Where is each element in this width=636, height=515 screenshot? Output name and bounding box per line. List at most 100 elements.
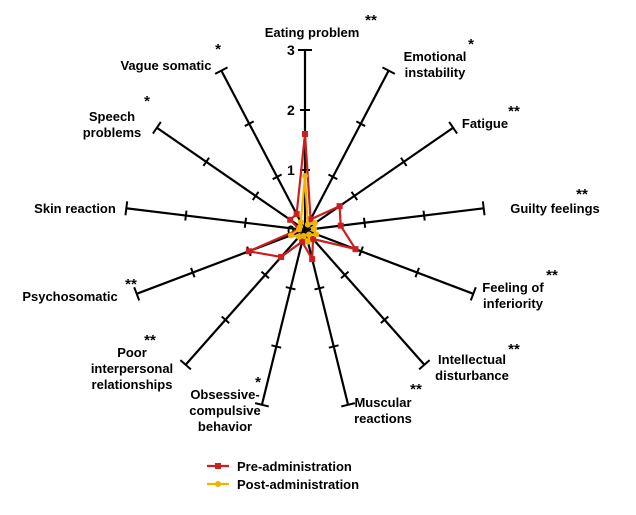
axis-tick: [358, 246, 364, 257]
axis-tick: [202, 157, 210, 167]
axis-tick: [418, 359, 431, 371]
data-point: [337, 222, 344, 229]
axis-tick: [260, 270, 270, 279]
data-point: [302, 131, 308, 137]
axis-tick: [481, 201, 486, 216]
significance-marker: **: [546, 267, 558, 284]
data-point: [293, 211, 300, 218]
scale-label: 3: [287, 42, 295, 58]
axis-tick: [341, 402, 356, 408]
significance-marker: **: [508, 341, 520, 358]
axis-label: Vague somatic: [120, 58, 211, 73]
axis-line: [136, 228, 306, 295]
axis-tick: [355, 120, 366, 127]
legend-item: Post-administration: [207, 477, 359, 492]
axis-label: Psychosomatic: [22, 289, 117, 304]
data-point: [302, 173, 308, 179]
data-point: [297, 223, 304, 230]
data-point: [304, 221, 311, 228]
axis-tick: [469, 286, 477, 301]
axis-tick: [124, 201, 129, 216]
axis-tick: [381, 66, 396, 75]
data-point: [336, 203, 343, 210]
legend-item: Pre-administration: [207, 459, 352, 474]
axis-tick: [251, 191, 260, 201]
data-point: [311, 220, 318, 227]
data-point: [296, 233, 303, 240]
legend-label: Post-administration: [237, 477, 359, 492]
axis-label: Guilty feelings: [510, 201, 600, 216]
axis-label: Fatigue: [462, 116, 508, 131]
axis-tick: [327, 173, 338, 181]
axis-tick: [328, 344, 339, 349]
axis-tick: [272, 173, 283, 181]
axis-tick: [190, 267, 196, 278]
axis-tick: [350, 191, 359, 201]
axis-tick: [254, 402, 269, 408]
data-point: [313, 231, 320, 238]
scale-label: 0: [287, 222, 295, 238]
data-point: [309, 256, 316, 263]
axis-tick: [285, 286, 296, 291]
axis-line: [156, 126, 306, 231]
legend-marker: [215, 463, 221, 469]
legend-marker: [215, 481, 221, 487]
axis-tick: [380, 315, 389, 324]
legend-label: Pre-administration: [237, 459, 352, 474]
axis-tick: [422, 210, 426, 221]
axis-tick: [362, 217, 367, 228]
significance-marker: **: [365, 12, 377, 29]
axis-tick: [314, 286, 325, 291]
axis-line: [304, 207, 484, 232]
data-point: [352, 246, 359, 253]
axis-tick: [214, 66, 229, 75]
axis-label: Eating problem: [265, 25, 360, 40]
data-point: [297, 219, 304, 226]
axis-tick: [340, 270, 350, 279]
axis-line: [184, 229, 306, 366]
axes-layer: 0 1 2 3: [124, 42, 486, 408]
axis-line: [304, 70, 390, 231]
axis-line: [126, 207, 306, 232]
data-point: [300, 232, 307, 239]
scale-label: 2: [287, 102, 295, 118]
axis-tick: [400, 157, 408, 167]
significance-marker: *: [255, 374, 261, 391]
significance-marker: **: [144, 332, 156, 349]
significance-marker: **: [576, 186, 588, 203]
axis-tick: [244, 120, 255, 127]
data-point: [245, 248, 252, 255]
significance-marker: **: [125, 276, 137, 293]
axis-line: [220, 70, 306, 231]
axis-line: [304, 229, 426, 366]
axis-tick: [448, 121, 458, 135]
data-point: [287, 232, 294, 239]
axis-tick: [271, 344, 282, 349]
axis-tick: [243, 217, 248, 228]
significance-marker: *: [215, 41, 221, 58]
axis-tick: [133, 286, 141, 301]
axis-tick: [414, 267, 420, 278]
data-point: [309, 235, 316, 242]
scale-label: 1: [287, 162, 295, 178]
significance-marker: **: [410, 381, 422, 398]
axis-tick: [152, 121, 162, 135]
axis-tick: [221, 315, 230, 324]
axis-tick: [184, 210, 188, 221]
data-point: [278, 253, 285, 260]
data-point: [304, 238, 311, 245]
axis-line: [304, 228, 474, 295]
data-point: [299, 238, 306, 245]
axis-line: [304, 126, 454, 231]
data-point: [305, 231, 312, 238]
